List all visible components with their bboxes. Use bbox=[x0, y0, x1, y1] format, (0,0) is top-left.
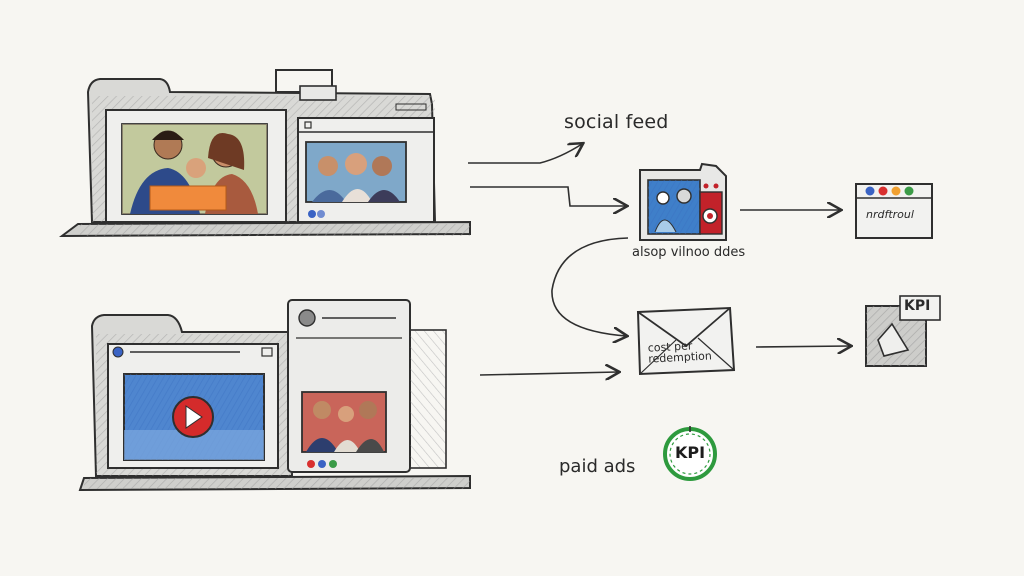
arrow-to-envelope bbox=[479, 372, 618, 375]
curved-loop-arrow bbox=[551, 237, 628, 336]
top-folder bbox=[58, 69, 471, 238]
envelope-caption-line2: redemption bbox=[647, 349, 713, 366]
ad-photo-icon bbox=[301, 391, 387, 453]
kpi-tag-label: KPI bbox=[904, 298, 931, 314]
group-photo-icon bbox=[305, 141, 407, 203]
browser-window-node bbox=[855, 183, 933, 239]
kpi-badge-icon bbox=[663, 426, 717, 481]
paid-ads-label: paid ads bbox=[559, 456, 636, 477]
social-feed-label: social feed bbox=[564, 111, 669, 133]
video-player-icon bbox=[123, 373, 265, 461]
envelope-node bbox=[636, 306, 736, 376]
envelope-caption: cost per redemption bbox=[647, 339, 713, 366]
arrow-envelope-to-kpi bbox=[755, 346, 850, 347]
arrow-to-image-node bbox=[470, 186, 626, 206]
connectors bbox=[468, 144, 850, 375]
kpi-document-node bbox=[865, 295, 941, 367]
arrow-to-social-feed bbox=[468, 144, 582, 164]
bottom-folder bbox=[78, 299, 471, 492]
kpi-badge-label: KPI bbox=[675, 443, 706, 462]
window-caption: nrdftroul bbox=[866, 208, 914, 221]
image-folder-node bbox=[639, 162, 727, 241]
family-photo-icon bbox=[121, 123, 268, 215]
image-node-caption: alsop vilnoo ddes bbox=[632, 245, 746, 260]
